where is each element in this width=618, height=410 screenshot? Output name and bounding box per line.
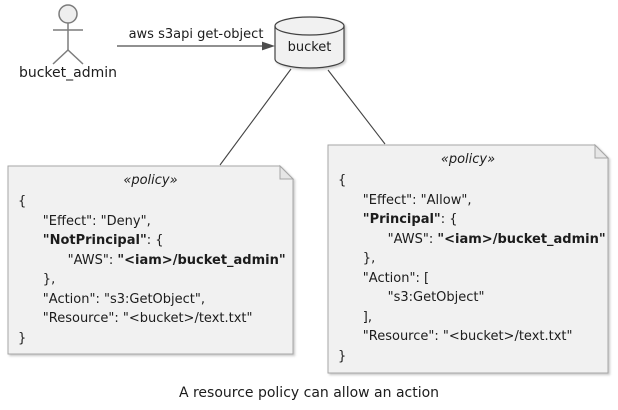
code-line: "AWS": "<iam>/bucket_admin" [18, 252, 286, 268]
note-right-shape [327, 143, 610, 374]
connector-line-left [219, 68, 292, 166]
policy-json-allow: { "Effect": "Allow", "Principal": { "AWS… [328, 167, 608, 366]
cylinder-rim [274, 25, 345, 36]
policy-note-allow: «policy» { "Effect": "Allow", "Principal… [328, 145, 608, 373]
cylinder-body [274, 16, 345, 69]
code-line: { [18, 194, 27, 209]
note-stereotype: «policy» [123, 173, 178, 188]
policy-note-deny: «policy» { "Effect": "Deny", "NotPrincip… [8, 166, 293, 354]
actor-label: bucket_admin [18, 65, 118, 81]
bucket-label: bucket [287, 40, 332, 55]
actor-head [58, 4, 78, 24]
code-line: { [338, 173, 347, 188]
code-line: }, [338, 251, 376, 266]
policy-json-deny: { "Effect": "Deny", "NotPrincipal": { "A… [8, 188, 293, 348]
note-left-fold-icon [279, 164, 295, 180]
arrowhead-icon [262, 41, 275, 51]
bucket-cylinder-icon [274, 16, 345, 69]
code-line: } [18, 330, 27, 346]
code-line: "Principal": { [362, 212, 458, 227]
code-line: } [338, 348, 347, 364]
code-line: "Effect": "Deny", [18, 213, 151, 229]
code-line: "NotPrincipal": { [42, 233, 164, 248]
actor-leg-left [52, 49, 69, 65]
arrow-label: aws s3api get-object [128, 27, 264, 42]
code-line: "Action": "s3:GetObject", [18, 291, 206, 307]
code-line: "AWS": "<iam>/bucket_admin" [338, 231, 606, 247]
actor-icon [52, 4, 84, 65]
code-line: "s3:GetObject" [338, 290, 485, 305]
actor-leg-right [67, 49, 84, 65]
note-left-shape [7, 164, 295, 355]
note-left-body [7, 165, 294, 355]
note-right-body [327, 144, 609, 374]
diagram-caption: A resource policy can allow an action [178, 385, 440, 401]
arrow [117, 41, 275, 51]
code-line: "Resource": "<bucket>/text.txt" [338, 329, 573, 344]
connector-line-right [327, 69, 386, 145]
code-line: "Effect": "Allow", [338, 192, 472, 208]
code-line: "Action": [ [338, 270, 430, 286]
note-right-fold-icon [594, 143, 610, 159]
code-line: "Resource": "<bucket>/text.txt" [18, 311, 253, 326]
code-line: }, [18, 272, 56, 287]
note-stereotype: «policy» [440, 152, 496, 167]
code-line: ], [338, 309, 372, 325]
